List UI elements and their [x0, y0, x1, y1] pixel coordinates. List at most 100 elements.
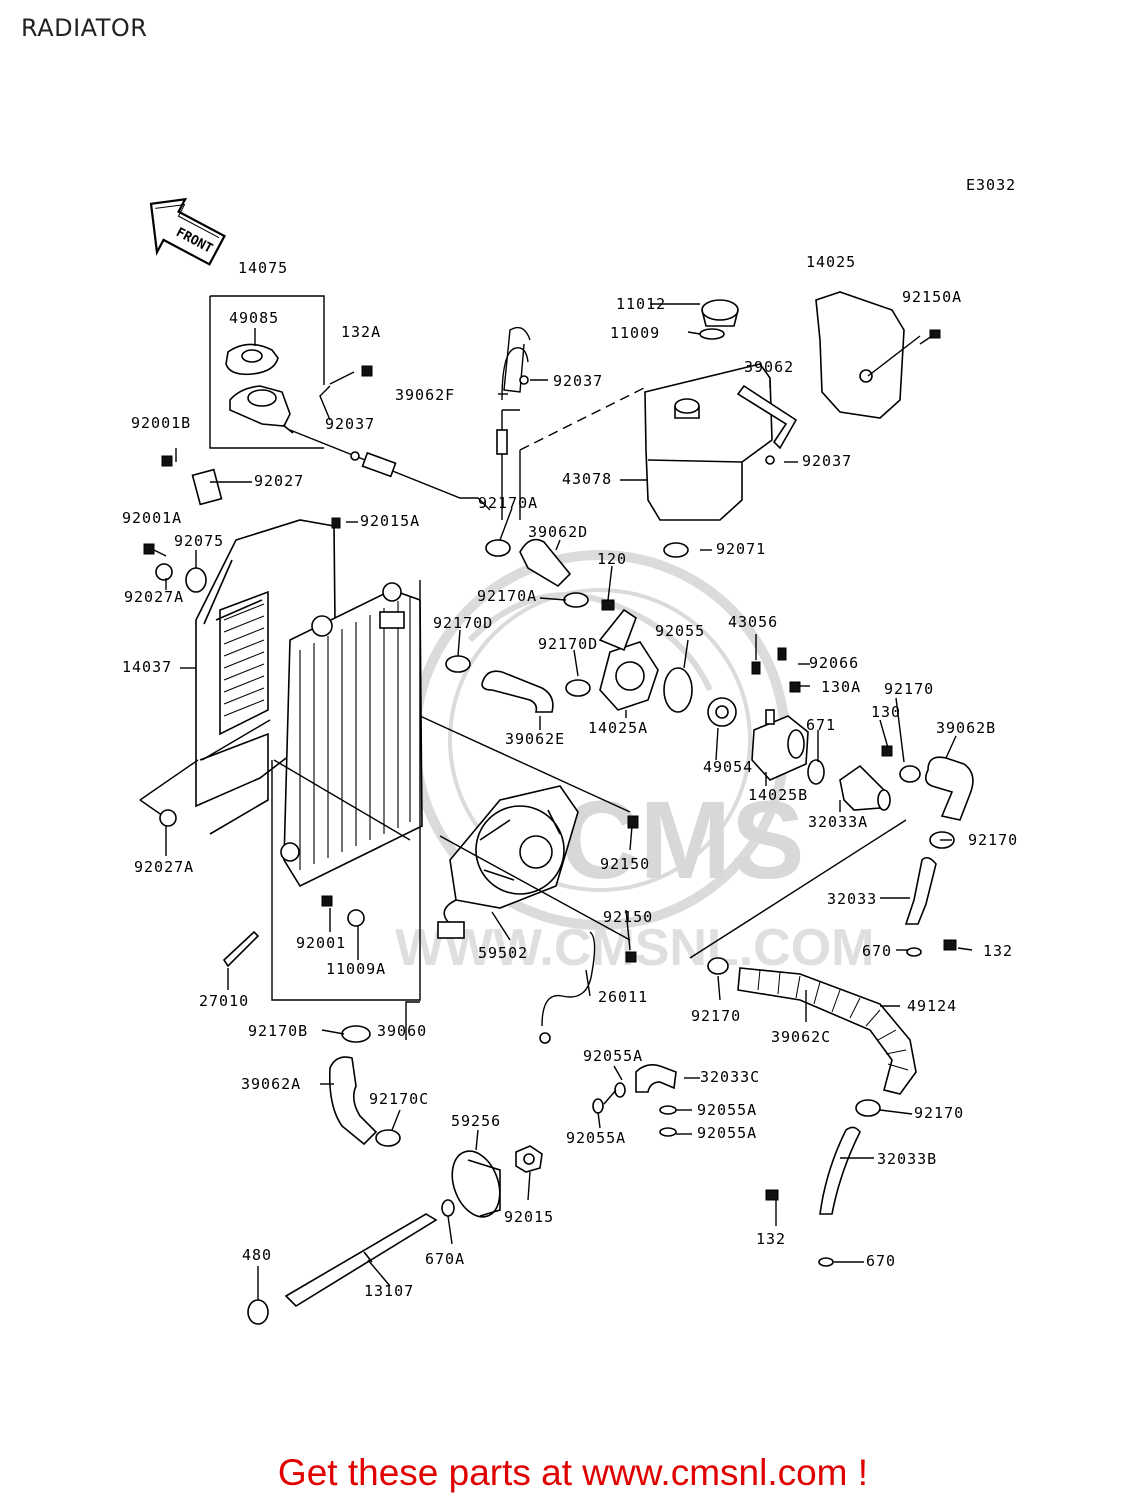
part-label-43056: 43056 [728, 613, 778, 631]
part-label-32033A: 32033A [808, 813, 868, 831]
part-label-132-b: 132 [756, 1230, 786, 1248]
part-label-39062A: 39062A [241, 1075, 301, 1093]
part-label-132-a: 132 [983, 942, 1013, 960]
part-label-92055A-c: 92055A [566, 1129, 626, 1147]
part-label-92075: 92075 [174, 532, 224, 550]
filler-neck [229, 385, 294, 434]
thermostat-housing-14025B [751, 709, 809, 781]
part-label-39062C: 39062C [771, 1028, 831, 1046]
watermark-url: WWW.CMSNL.COM [395, 919, 874, 977]
part-label-59502: 59502 [478, 944, 528, 962]
bolt-icon [929, 329, 941, 339]
hose-39062E [481, 670, 554, 713]
part-label-39062B: 39062B [936, 719, 996, 737]
part-label-92150-a: 92150 [600, 855, 650, 873]
part-label-32033C: 32033C [700, 1068, 760, 1086]
impeller-59256 [451, 1150, 501, 1218]
part-label-92001B: 92001B [131, 414, 191, 432]
part-label-92027: 92027 [254, 472, 304, 490]
radiator-core-39060 [280, 582, 423, 888]
part-label-92055A-b: 92055A [697, 1101, 757, 1119]
o-ring-92055 [663, 667, 693, 713]
front-arrow-icon: FRONT [149, 197, 226, 266]
part-label-92170A: 92170A [478, 494, 538, 512]
pipe-32033A [839, 764, 891, 811]
part-label-92055A-a: 92055A [583, 1047, 643, 1065]
grommet-92071 [663, 542, 689, 558]
part-label-92015A: 92015A [360, 512, 420, 530]
part-label-92150A: 92150A [902, 288, 962, 306]
part-label-49085: 49085 [229, 309, 279, 327]
part-label-92170B: 92170B [248, 1022, 308, 1040]
thermostat-49054 [707, 697, 737, 727]
part-label-92150-b: 92150 [603, 908, 653, 926]
part-label-39062D: 39062D [528, 523, 588, 541]
part-label-39060: 39060 [377, 1022, 427, 1040]
pump-shaft-13107 [284, 1213, 438, 1308]
hose-39062D [519, 538, 572, 588]
part-label-670-a: 670 [862, 942, 892, 960]
part-label-11012: 11012 [616, 295, 666, 313]
part-label-43078: 43078 [562, 470, 612, 488]
part-label-14025: 14025 [806, 253, 856, 271]
part-label-13107: 13107 [364, 1282, 414, 1300]
part-label-49054: 49054 [703, 758, 753, 776]
part-label-27010: 27010 [199, 992, 249, 1010]
part-label-92015: 92015 [504, 1208, 554, 1226]
page-title: RADIATOR [21, 14, 148, 42]
part-label-671: 671 [806, 716, 836, 734]
pipe-32033 [904, 856, 937, 925]
part-labels: 14075 49085 132A 39062F 92037 92037 9203… [122, 253, 1018, 1300]
part-label-92027A-b: 92027A [134, 858, 194, 876]
reservoir-cap-11012 [699, 299, 739, 340]
part-label-92001A: 92001A [122, 509, 182, 527]
pump-cover-14025A [598, 608, 659, 711]
part-label-14025A: 14025A [588, 719, 648, 737]
part-label-130: 130 [871, 703, 901, 721]
reservoir-tank-43078 [644, 363, 773, 521]
part-label-92170C: 92170C [369, 1090, 429, 1108]
part-label-39062E: 39062E [505, 730, 565, 748]
pipe-32033C [635, 1064, 677, 1093]
part-label-92066: 92066 [809, 654, 859, 672]
part-label-120: 120 [597, 550, 627, 568]
svg-text:CMS: CMS [560, 779, 804, 902]
shop-link-banner[interactable]: Get these parts at www.cmsnl.com ! [277, 1452, 869, 1493]
part-label-670-b: 670 [866, 1252, 896, 1270]
part-label-92170-c: 92170 [691, 1007, 741, 1025]
part-label-11009A: 11009A [326, 960, 386, 978]
nut-92015 [515, 1145, 543, 1173]
hose-39062C [737, 967, 917, 1095]
part-label-92170-a: 92170 [884, 680, 934, 698]
part-label-670A: 670A [425, 1250, 465, 1268]
part-label-26011: 26011 [598, 988, 648, 1006]
part-label-480: 480 [242, 1246, 272, 1264]
part-label-92001: 92001 [296, 934, 346, 952]
part-label-92071: 92071 [716, 540, 766, 558]
part-label-130A: 130A [821, 678, 861, 696]
part-label-92037-b: 92037 [325, 415, 375, 433]
part-label-49124: 49124 [907, 997, 957, 1015]
part-label-92037-c: 92037 [802, 452, 852, 470]
part-label-14075: 14075 [238, 259, 288, 277]
part-label-39062: 39062 [744, 358, 794, 376]
part-label-32033B: 32033B [877, 1150, 937, 1168]
part-label-32033: 32033 [827, 890, 877, 908]
cooling-fan-59502 [437, 785, 579, 939]
part-label-92055: 92055 [655, 622, 705, 640]
ring-480 [247, 1299, 269, 1325]
part-label-11009: 11009 [610, 324, 660, 342]
part-label-92170D-b: 92170D [538, 635, 598, 653]
part-label-14025B: 14025B [748, 786, 808, 804]
part-label-92027A-a: 92027A [124, 588, 184, 606]
hose-39062A [328, 1056, 378, 1146]
part-label-59256: 59256 [451, 1112, 501, 1130]
part-label-92170-b: 92170 [968, 831, 1018, 849]
pipe-32033B [819, 1126, 861, 1215]
small-bolts-icon [143, 365, 957, 1201]
part-label-14037: 14037 [122, 658, 172, 676]
part-label-132A: 132A [341, 323, 381, 341]
part-label-92055A-d: 92055A [697, 1124, 757, 1142]
part-label-92170-d: 92170 [914, 1104, 964, 1122]
grommet-92075 [185, 567, 207, 593]
